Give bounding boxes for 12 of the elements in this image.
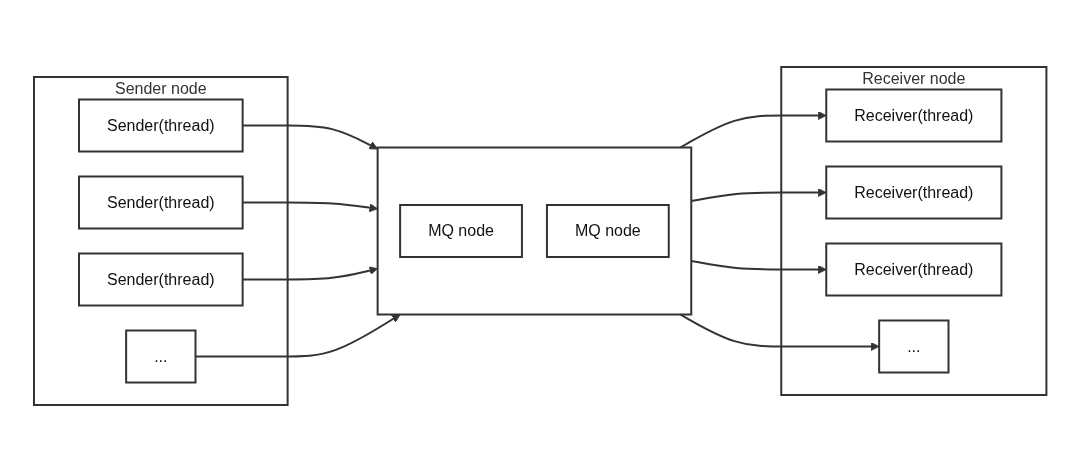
node-box: ...	[124, 329, 197, 383]
arrow	[679, 110, 827, 148]
node-box: Sender(thread)	[77, 252, 244, 306]
node-box: Sender(thread)	[77, 98, 244, 152]
cluster	[376, 146, 693, 315]
node-box: Receiver(thread)	[825, 165, 1003, 219]
node-box: Receiver(thread)	[825, 242, 1003, 296]
node-box: ...	[877, 319, 950, 373]
node-box: Receiver(thread)	[825, 88, 1003, 142]
node-box: Sender(thread)	[77, 175, 244, 229]
node-box: MQ node	[545, 203, 670, 258]
node-box: MQ node	[398, 203, 523, 258]
